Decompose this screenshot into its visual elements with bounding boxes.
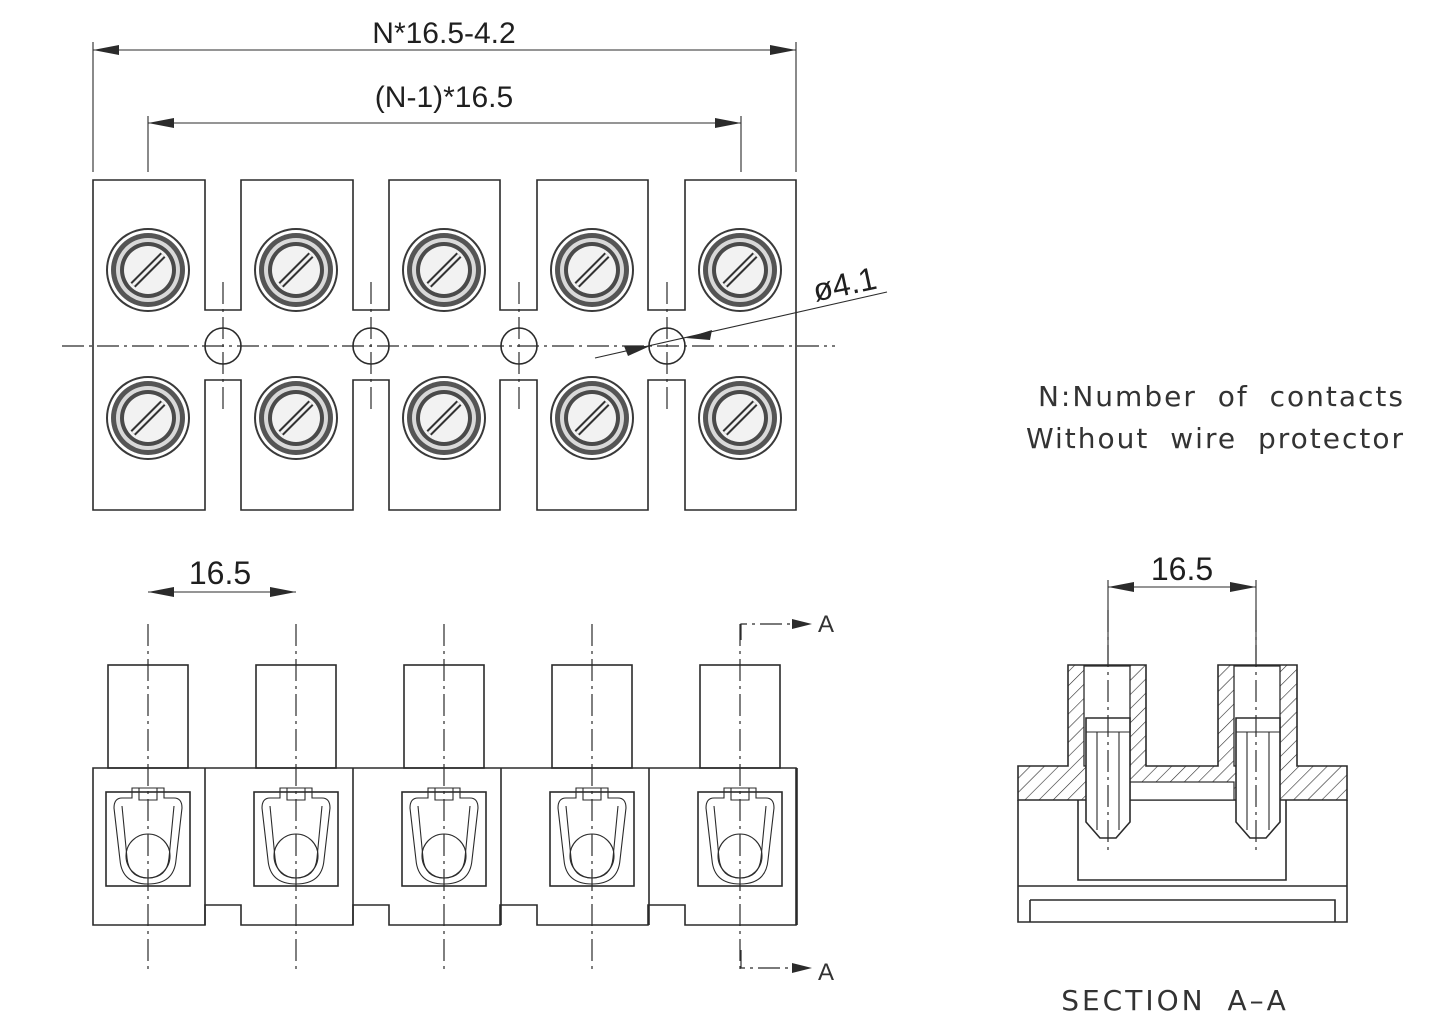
side-pitch-dimension: 16.5 — [148, 555, 296, 597]
screw-head — [402, 228, 486, 312]
screw-head — [402, 376, 486, 460]
top-view-outline — [92, 179, 797, 511]
screw-head — [698, 376, 782, 460]
section-markers: A A — [740, 611, 834, 986]
side-pitch-label: 16.5 — [189, 555, 251, 591]
side-view-blocks — [105, 624, 798, 970]
section-screw-right — [1235, 717, 1281, 839]
notes: N:Number of contacts Without wire protec… — [1026, 380, 1405, 455]
hole-diameter-label: ø4.1 — [810, 260, 880, 309]
side-view: 16.5 A A — [92, 555, 834, 986]
mounting-holes — [204, 282, 686, 412]
note-number-of-contacts: N:Number of contacts — [1038, 380, 1405, 413]
section-pitch-dimension: 16.5 — [1107, 551, 1257, 660]
screw-head — [550, 376, 634, 460]
overall-dimension-label: N*16.5-4.2 — [372, 17, 515, 50]
section-view: 16.5 SECTION A–A — [1017, 551, 1348, 1017]
section-lower-body — [1017, 800, 1348, 923]
section-caption: SECTION A–A — [1061, 984, 1289, 1017]
top-view: N*16.5-4.2 (N-1)*16.5 ø4.1 — [62, 17, 888, 511]
side-view-terminal — [401, 624, 502, 970]
pitch-span-label: (N-1)*16.5 — [375, 81, 513, 114]
screw-head — [254, 228, 338, 312]
screw-head — [254, 376, 338, 460]
screw-head — [698, 228, 782, 312]
screw-head — [106, 376, 190, 460]
side-view-body-outline — [92, 767, 797, 926]
side-view-terminal — [253, 624, 354, 970]
side-view-terminal — [549, 624, 650, 970]
note-wire-protector: Without wire protector — [1026, 422, 1405, 455]
section-marker-bottom: A — [818, 959, 834, 986]
section-housing-hatched — [1017, 664, 1348, 801]
side-view-terminal — [105, 624, 206, 970]
section-marker-top: A — [818, 611, 834, 638]
pitch-span-dimension: (N-1)*16.5 — [147, 81, 742, 172]
side-view-terminal — [697, 624, 798, 970]
top-view-screws — [106, 228, 782, 460]
screw-head — [106, 228, 190, 312]
screw-head — [550, 228, 634, 312]
overall-dimension: N*16.5-4.2 — [92, 17, 797, 172]
section-pitch-label: 16.5 — [1151, 551, 1213, 587]
